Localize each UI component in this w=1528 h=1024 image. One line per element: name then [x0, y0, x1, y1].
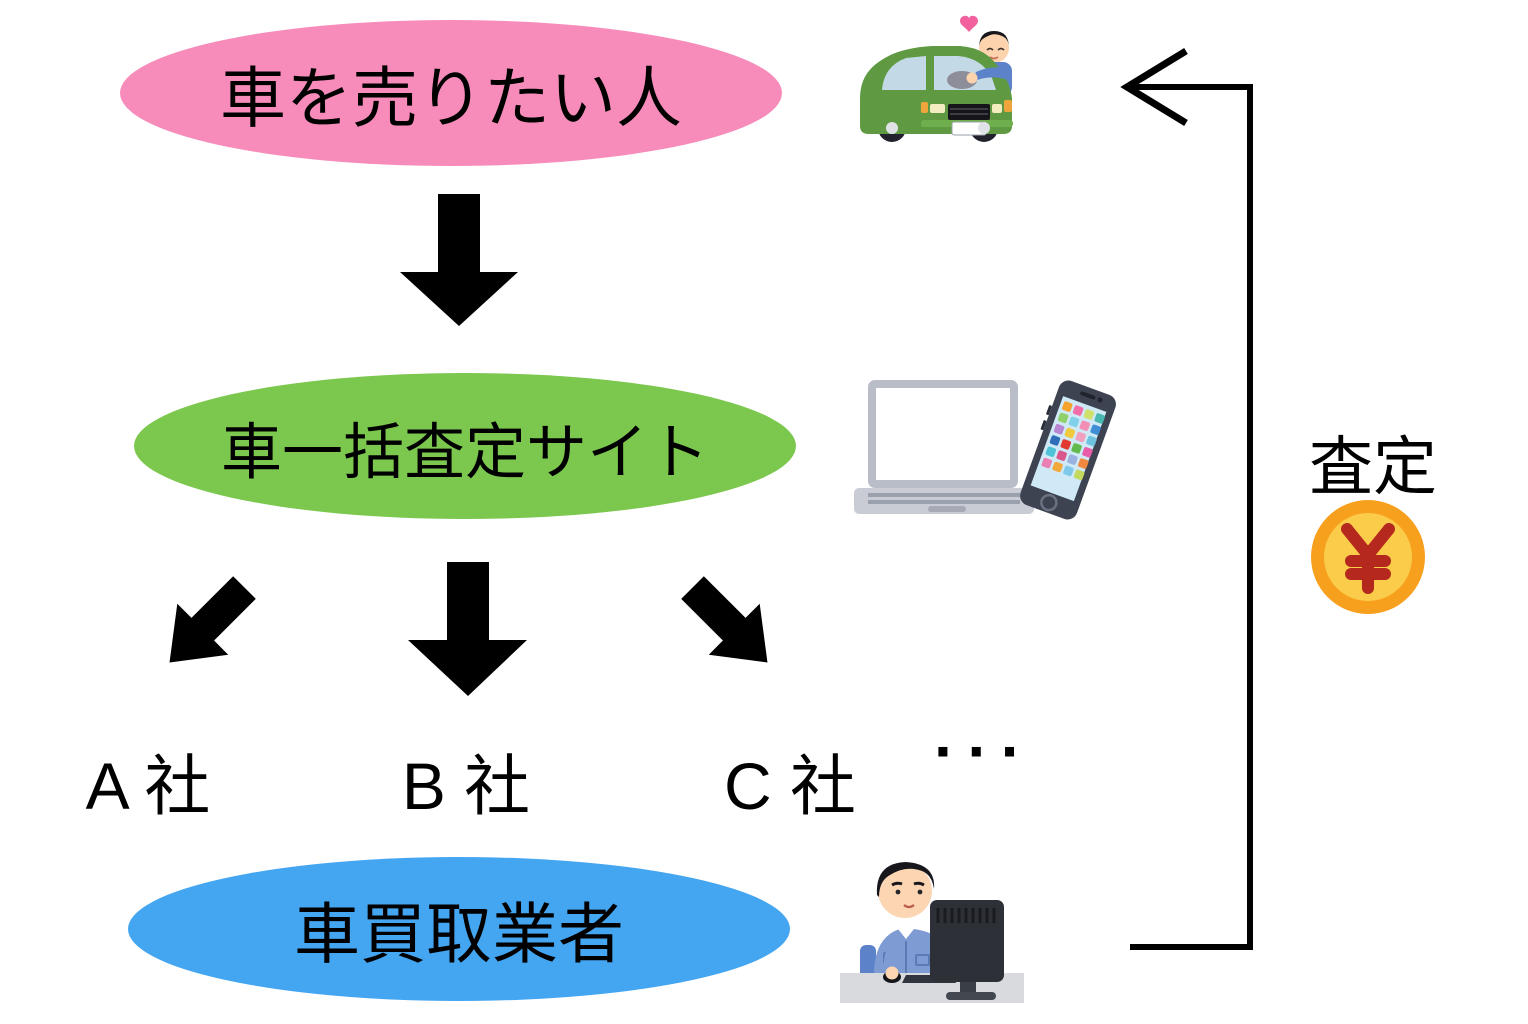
smartphone-app-icons: [1041, 401, 1105, 481]
company-b-label: B 社: [401, 749, 531, 823]
smartphone-icon: [1020, 380, 1116, 520]
company-c-label: C 社: [724, 749, 856, 823]
assessment-flow-arrow: [1120, 48, 1253, 950]
arrow-site-to-company-b-icon: [408, 562, 527, 696]
arrow-seller-to-site-icon: [400, 194, 518, 326]
car-owner-illustration: [860, 15, 1013, 142]
company-a-label: A 社: [85, 749, 211, 823]
monitor-back: [930, 900, 1004, 1000]
smartphone-home-button: [1040, 493, 1058, 512]
laptop-screen: [876, 388, 1010, 480]
node-buyer-ellipse: [128, 857, 790, 1001]
yen-symbol: [1341, 523, 1395, 594]
arrow-site-to-company-a-icon: [169, 576, 256, 663]
node-site-label: 車一括査定サイト: [220, 417, 709, 486]
yen-coin-icon: [1311, 500, 1425, 614]
node-seller-ellipse: [120, 20, 782, 166]
company-more-ellipsis: ···: [934, 715, 1034, 787]
node-seller-label: 車を売りたい人: [220, 61, 682, 135]
dealer-illustration: [840, 862, 1024, 1003]
car-side-window: [882, 56, 926, 90]
assessment-arrowhead-icon: [1120, 48, 1188, 126]
green-car: [860, 46, 1013, 142]
assessment-flow-line: [1130, 84, 1253, 950]
heart-icon: [960, 15, 978, 32]
devices-illustration: [854, 380, 1116, 520]
node-buyer-label: 車買取業者: [294, 897, 624, 971]
car-grille: [948, 104, 990, 120]
arrow-site-to-company-c-icon: [681, 576, 768, 663]
laptop-icon: [854, 380, 1034, 514]
node-site-ellipse: [134, 373, 796, 519]
assessment-label: 査定: [1309, 431, 1437, 503]
